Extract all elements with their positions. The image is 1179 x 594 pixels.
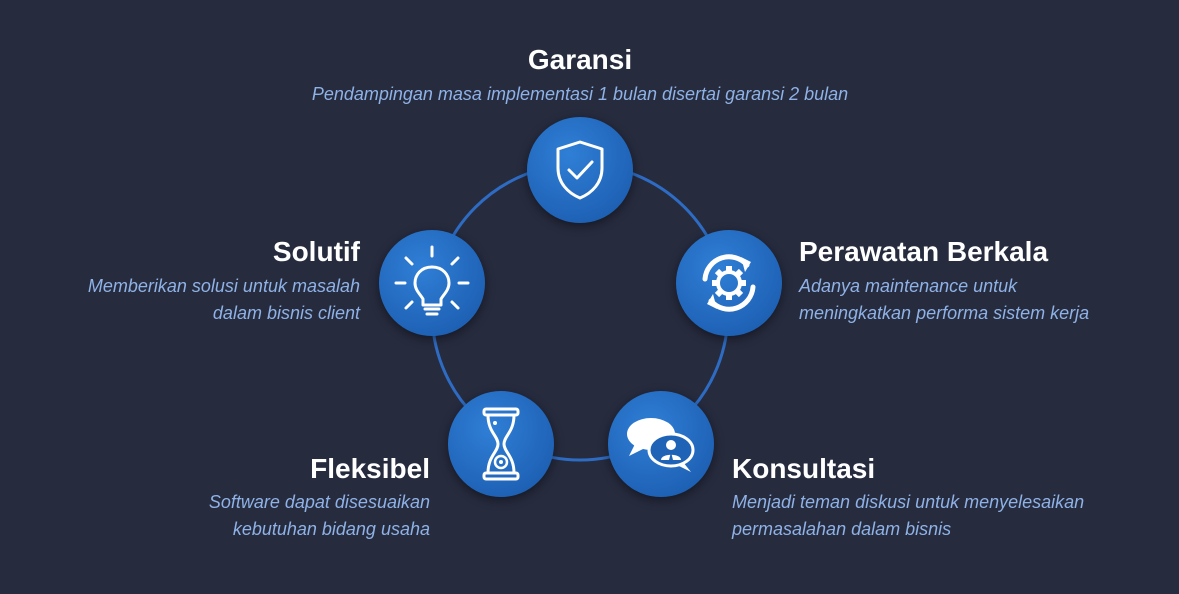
item-desc-perawatan-berkala: Adanya maintenance untuk meningkatkan pe… — [799, 273, 1089, 327]
desc-line: dalam bisnis client — [212, 303, 360, 323]
item-desc-garansi: Pendampingan masa implementasi 1 bulan d… — [230, 81, 930, 108]
desc-line: kebutuhan bidang usaha — [232, 519, 430, 539]
item-title-garansi: Garansi — [527, 44, 633, 75]
desc-line: Software dapat disesuaikan — [208, 492, 430, 512]
item-title-perawatan-berkala: Perawatan Berkala — [799, 236, 1049, 267]
desc-line: Pendampingan masa implementasi 1 bulan d… — [311, 84, 849, 104]
item-desc-konsultasi: Menjadi teman diskusi untuk menyelesaika… — [732, 489, 1084, 543]
item-desc-solutif: Memberikan solusi untuk masalah dalam bi… — [40, 273, 360, 327]
item-title-konsultasi: Konsultasi — [732, 453, 876, 484]
hourglass-gear-icon — [448, 391, 554, 497]
item-desc-fleksibel: Software dapat disesuaikan kebutuhan bid… — [130, 489, 430, 543]
desc-line: permasalahan dalam bisnis — [732, 519, 952, 539]
item-title-fleksibel: Fleksibel — [310, 453, 430, 484]
item-title-solutif: Solutif — [272, 236, 360, 267]
lightbulb-icon — [379, 230, 485, 336]
desc-line: meningkatkan performa sistem kerja — [799, 303, 1090, 323]
shield-check-icon — [527, 117, 633, 223]
chat-consultant-icon — [608, 391, 714, 497]
desc-line: Menjadi teman diskusi untuk menyelesaika… — [732, 492, 1085, 512]
desc-line: Memberikan solusi untuk masalah — [87, 276, 360, 296]
gear-refresh-icon — [676, 230, 782, 336]
desc-line: Adanya maintenance untuk — [799, 276, 1018, 296]
